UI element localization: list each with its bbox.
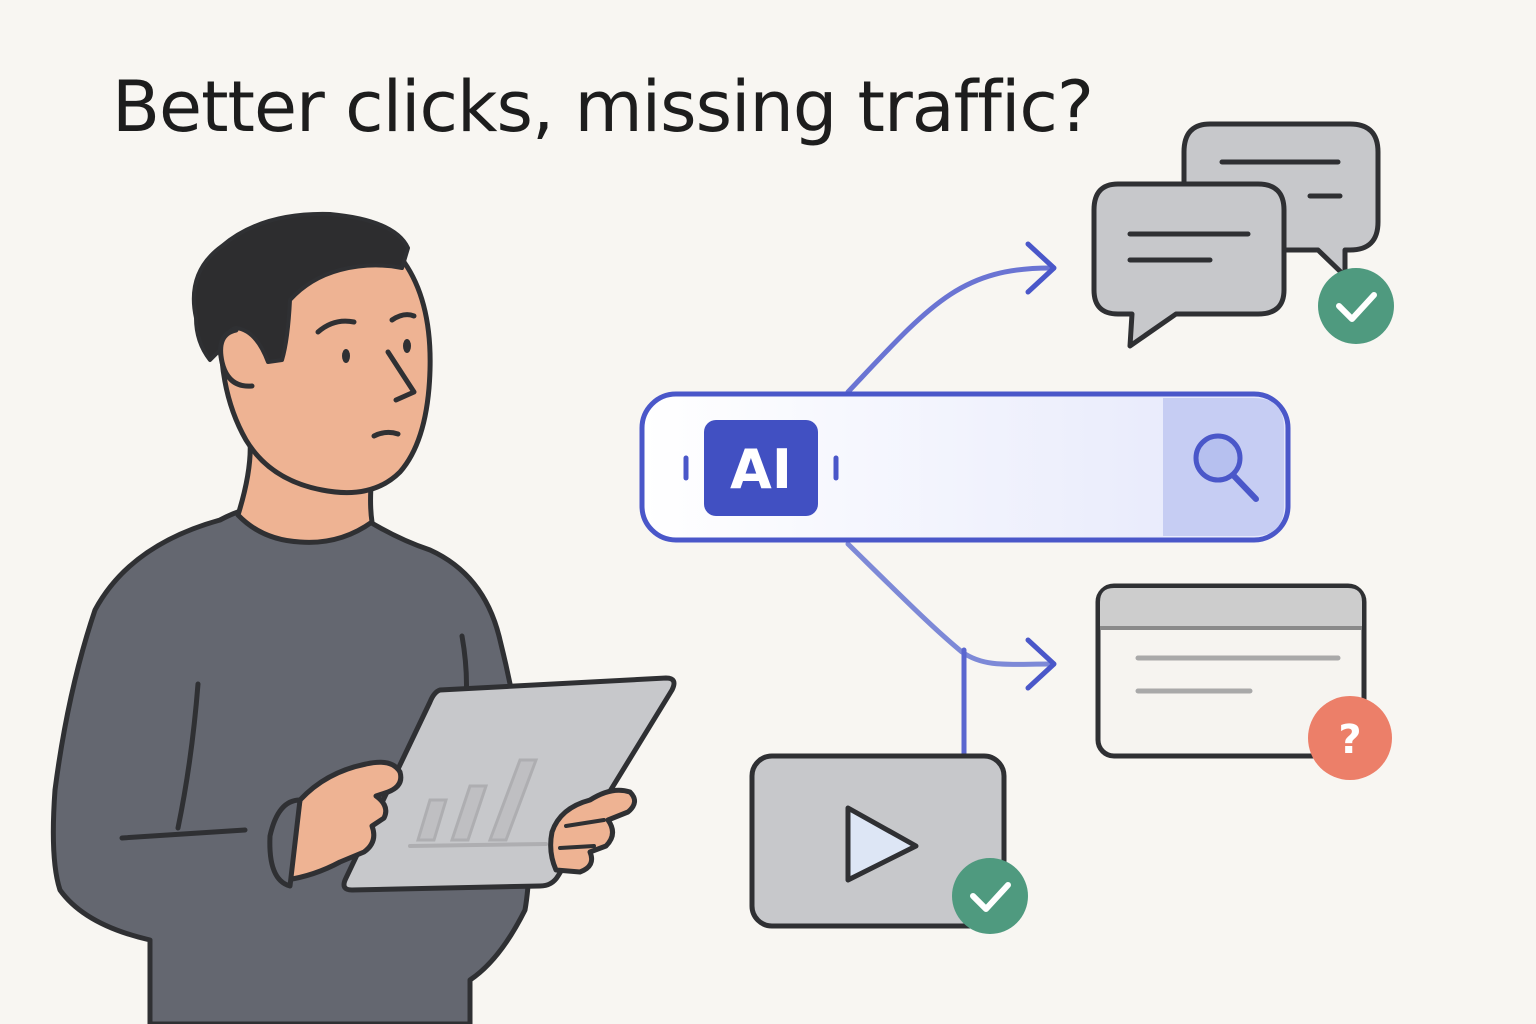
headline: Better clicks, missing traffic? <box>112 66 1094 148</box>
tablet-device <box>341 675 677 893</box>
connector-lines <box>845 241 1057 759</box>
ai-badge: AI <box>704 420 818 516</box>
video-result <box>749 753 1028 934</box>
ai-search-bar[interactable]: AI <box>639 391 1291 543</box>
ai-badge-text: AI <box>730 438 792 501</box>
check-icon <box>1318 268 1394 344</box>
question-icon: ? <box>1308 696 1392 780</box>
chat-bubble-front <box>1091 181 1287 349</box>
check-icon <box>952 858 1028 934</box>
magnifier-icon[interactable] <box>1193 433 1259 502</box>
web-page-result: ? <box>1095 583 1392 780</box>
question-mark-text: ? <box>1338 717 1361 763</box>
person-figure <box>50 211 677 1024</box>
chat-bubbles-result <box>1091 121 1394 349</box>
bar-chart-icon <box>408 758 548 848</box>
play-icon <box>845 805 919 883</box>
